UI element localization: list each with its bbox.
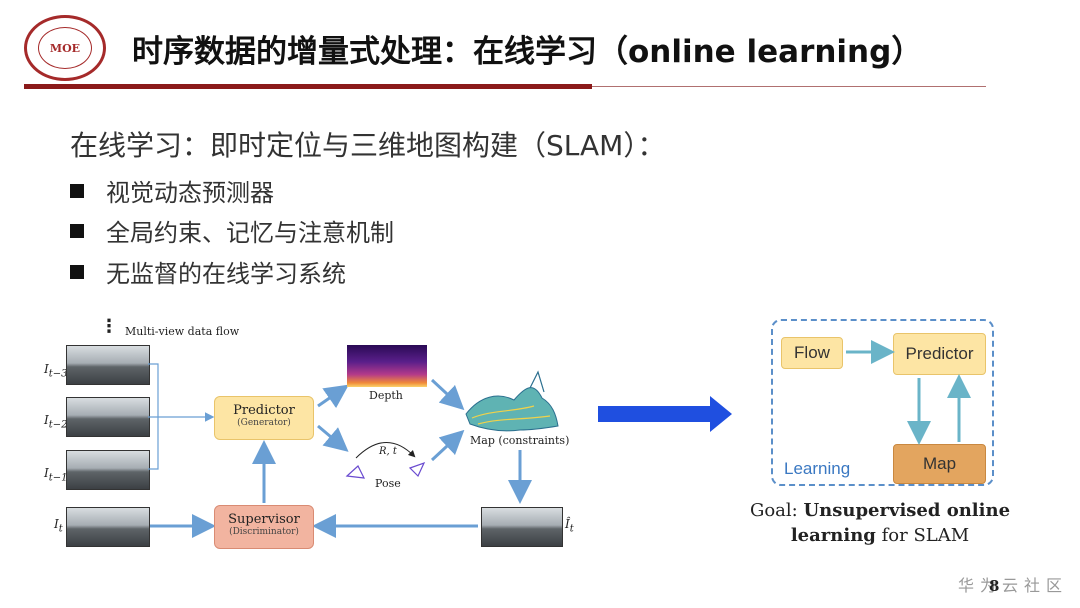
map-node: Map — [893, 444, 986, 484]
bullet-text: 视觉动态预测器 — [106, 179, 274, 207]
pose-label: Pose — [375, 477, 401, 490]
frame-label-t3: It−3 — [44, 362, 68, 380]
depth-map-image — [347, 345, 427, 387]
title-underline-thin — [592, 86, 986, 87]
frame-image-t1 — [66, 450, 150, 490]
bullet-text: 无监督的在线学习系统 — [106, 260, 346, 288]
bullet-item: 全局约束、记忆与注意机制 — [70, 213, 394, 248]
learning-label: Learning — [784, 459, 851, 478]
depth-label: Depth — [369, 389, 403, 402]
rt-label: R, t — [379, 446, 397, 457]
bullet-item: 无监督的在线学习系统 — [70, 254, 346, 289]
predictor-sublabel: (Generator) — [237, 418, 291, 428]
predictor-label: Predictor — [233, 403, 295, 418]
logo-text: MOE — [49, 41, 81, 55]
output-frame-label: Ît — [565, 517, 574, 535]
watermark-text: 华为云社区 — [958, 576, 1069, 595]
learning-loop-box — [771, 319, 994, 486]
predictor-node: Predictor (Generator) — [214, 396, 314, 440]
right-predictor-node: Predictor — [893, 333, 986, 375]
frame-label-t1: It−1 — [44, 466, 68, 484]
university-logo: MOE — [24, 15, 106, 81]
goal-caption: Goal: Unsupervised online learning for S… — [749, 500, 1011, 546]
logo-emblem: MOE — [38, 27, 92, 69]
frame-label-t2: It−2 — [44, 413, 68, 431]
bullet-item: 视觉动态预测器 — [70, 173, 274, 208]
supervisor-label: Supervisor — [228, 512, 300, 527]
frame-label-t: It — [54, 517, 63, 535]
page-number: 8 — [989, 577, 1000, 595]
flow-node: Flow — [781, 337, 843, 369]
supervisor-sublabel: (Discriminator) — [229, 527, 299, 537]
bullet-square-icon — [70, 264, 84, 279]
map-label: Map (constraints) — [470, 434, 570, 447]
frame-image-t — [66, 507, 150, 547]
right-diagram-arrows — [846, 340, 971, 445]
slide-title: 时序数据的增量式处理：在线学习（online learning） — [132, 34, 923, 70]
supervisor-node: Supervisor (Discriminator) — [214, 505, 314, 549]
bullet-text: 全局约束、记忆与注意机制 — [106, 219, 394, 247]
big-right-arrow-icon — [598, 396, 732, 432]
frame-image-t3 — [66, 345, 150, 385]
left-diagram-arrows — [148, 363, 559, 538]
title-underline — [24, 84, 592, 89]
bullet-square-icon — [70, 223, 84, 238]
bullet-square-icon — [70, 183, 84, 198]
section-subtitle: 在线学习：即时定位与三维地图构建（SLAM）： — [70, 129, 666, 162]
flow-label: Multi-view data flow — [125, 325, 240, 338]
reconstructed-frame-image — [481, 507, 563, 547]
more-frames-dots: ⋮ — [100, 316, 118, 337]
